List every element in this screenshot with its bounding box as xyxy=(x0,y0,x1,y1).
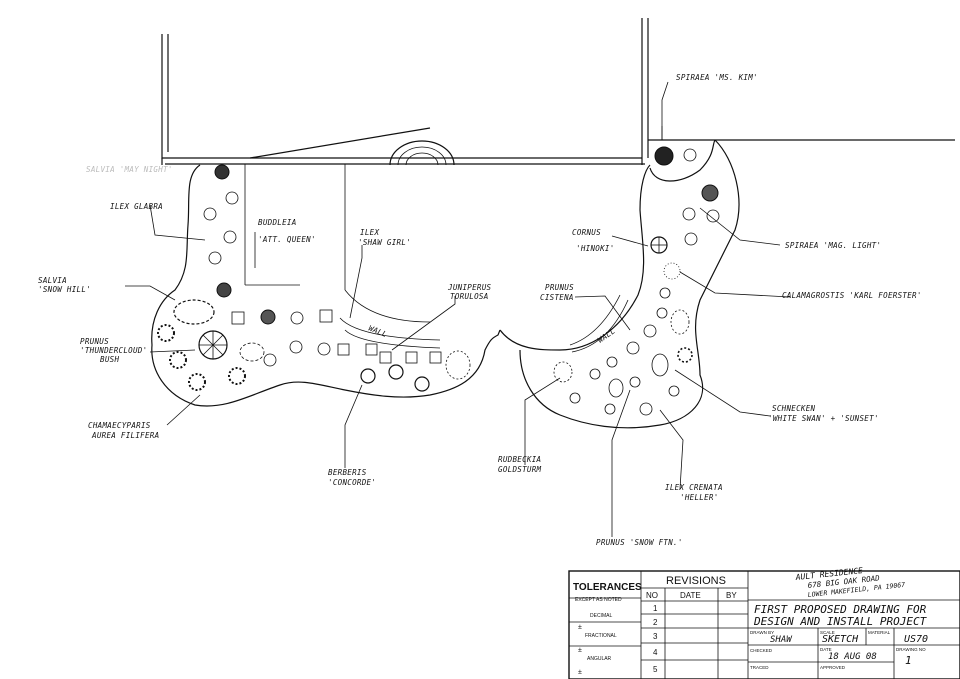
ghost-note-label: SALVIA 'MAY NIGHT' xyxy=(86,165,173,174)
description-line-2: DESIGN AND INSTALL PROJECT xyxy=(753,615,928,628)
revision-row-1: 1 xyxy=(653,604,658,613)
prunus-snow-label: PRUNUS 'SNOW FTN.' xyxy=(596,538,683,547)
rudbeckia-label-2: GOLDSTURM xyxy=(498,465,542,474)
leader-lines xyxy=(125,81,791,537)
prunus-cistena-label-2: CISTENA xyxy=(540,293,574,302)
revisions-heading: REVISIONS xyxy=(666,575,726,587)
prunus-thunder-label-1: PRUNUS xyxy=(80,337,109,346)
buddleia-label-2: 'ATT. QUEEN' xyxy=(258,235,316,244)
approved-label: APPROVED xyxy=(820,665,846,670)
tolerances-heading: TOLERANCES xyxy=(573,582,642,593)
berberis-label-1: BERBERIS xyxy=(328,468,367,477)
berberis-label-2: 'CONCORDE' xyxy=(328,478,376,487)
material-value: US70 xyxy=(904,634,928,645)
left-bed-outline xyxy=(151,164,501,407)
spiraea-right-label: SPIRAEA 'MAG. LIGHT' xyxy=(785,241,881,250)
material-label: MATERIAL xyxy=(868,630,891,635)
fractional-label: FRACTIONAL xyxy=(585,633,617,639)
right-bed-outline xyxy=(499,139,740,429)
prunus-cistena-label-1: PRUNUS xyxy=(545,283,574,292)
description-line-1: FIRST PROPOSED DRAWING FOR xyxy=(754,603,927,616)
fractional-pm: ± xyxy=(578,647,582,654)
revisions-col-no: NO xyxy=(646,591,658,600)
date-label: DATE xyxy=(820,647,832,652)
plant-symbols-right xyxy=(553,146,720,416)
schnecken-label-1: SCHNECKEN xyxy=(772,404,816,413)
drawing-no-label: DRAWING NO xyxy=(896,647,926,652)
prunus-thunder-label-2: 'THUNDERCLOUD' xyxy=(80,346,147,355)
ilex-shaw-label-2: 'SHAW GIRL' xyxy=(358,238,411,247)
revisions-col-by: BY xyxy=(726,591,737,600)
revision-row-2: 2 xyxy=(653,618,658,627)
angular-pm: ± xyxy=(578,669,582,676)
wall-label-left: WALL xyxy=(367,324,388,340)
scale-label: SCALE xyxy=(820,630,835,635)
house-outline xyxy=(161,18,955,323)
ilex-shaw-label-1: ILEX xyxy=(360,228,379,237)
chamaecyparis-label-2: AUREA FILIFERA xyxy=(91,431,159,440)
revision-row-5: 5 xyxy=(653,665,658,674)
calamagrostis-label: CALAMAGROSTIS 'KARL FOERSTER' xyxy=(782,291,922,300)
spiraea-top-label: SPIRAEA 'MS. KIM' xyxy=(676,73,758,82)
revision-row-4: 4 xyxy=(653,648,658,657)
wall-label-right: WALL xyxy=(596,326,617,344)
except-noted-text: EXCEPT AS NOTED xyxy=(575,597,622,603)
revisions-col-date: DATE xyxy=(680,591,701,600)
angular-label: ANGULAR xyxy=(587,656,612,662)
date-value: 18 AUG 08 xyxy=(828,652,877,662)
drawn-by-label: DRAWN BY xyxy=(750,630,774,635)
checked-label: CHECKED xyxy=(750,648,773,653)
salvia-label-1: SALVIA xyxy=(38,276,67,285)
ilex-crenata-label-2: 'HELLER' xyxy=(680,493,719,502)
traced-label: TRACED xyxy=(750,665,769,670)
buddleia-label-1: BUDDLEIA xyxy=(258,218,297,227)
schnecken-label-2: 'WHITE SWAN' + 'SUNSET' xyxy=(768,414,879,423)
juniperus-label-2: TORULOSA xyxy=(450,292,489,301)
drawn-by-value: SHAW xyxy=(770,635,793,645)
decimal-pm: ± xyxy=(578,624,582,631)
round-step xyxy=(389,140,455,166)
rudbeckia-label-1: RUDBECKIA xyxy=(498,455,541,464)
cornus-label-2: 'HINOKI' xyxy=(576,244,615,253)
ilex-crenata-label-1: ILEX CRENATA xyxy=(665,483,723,492)
chamaecyparis-label-1: CHAMAECYPARIS xyxy=(88,421,151,430)
salvia-label-2: 'SNOW HILL' xyxy=(38,285,91,294)
prunus-thunder-label-3: BUSH xyxy=(100,355,119,364)
scale-value: SKETCH xyxy=(822,634,859,645)
plant-symbols-left xyxy=(157,164,471,392)
juniperus-label-1: JUNIPERUS xyxy=(447,283,492,292)
revision-row-3: 3 xyxy=(653,632,658,641)
title-block: TOLERANCES EXCEPT AS NOTED DECIMAL ± FRA… xyxy=(568,566,960,679)
drawing-no-value: 1 xyxy=(905,654,912,667)
cornus-label-1: CORNUS xyxy=(572,228,601,237)
decimal-label: DECIMAL xyxy=(590,613,612,619)
ilex-glabra-label: ILEX GLABRA xyxy=(110,202,163,211)
